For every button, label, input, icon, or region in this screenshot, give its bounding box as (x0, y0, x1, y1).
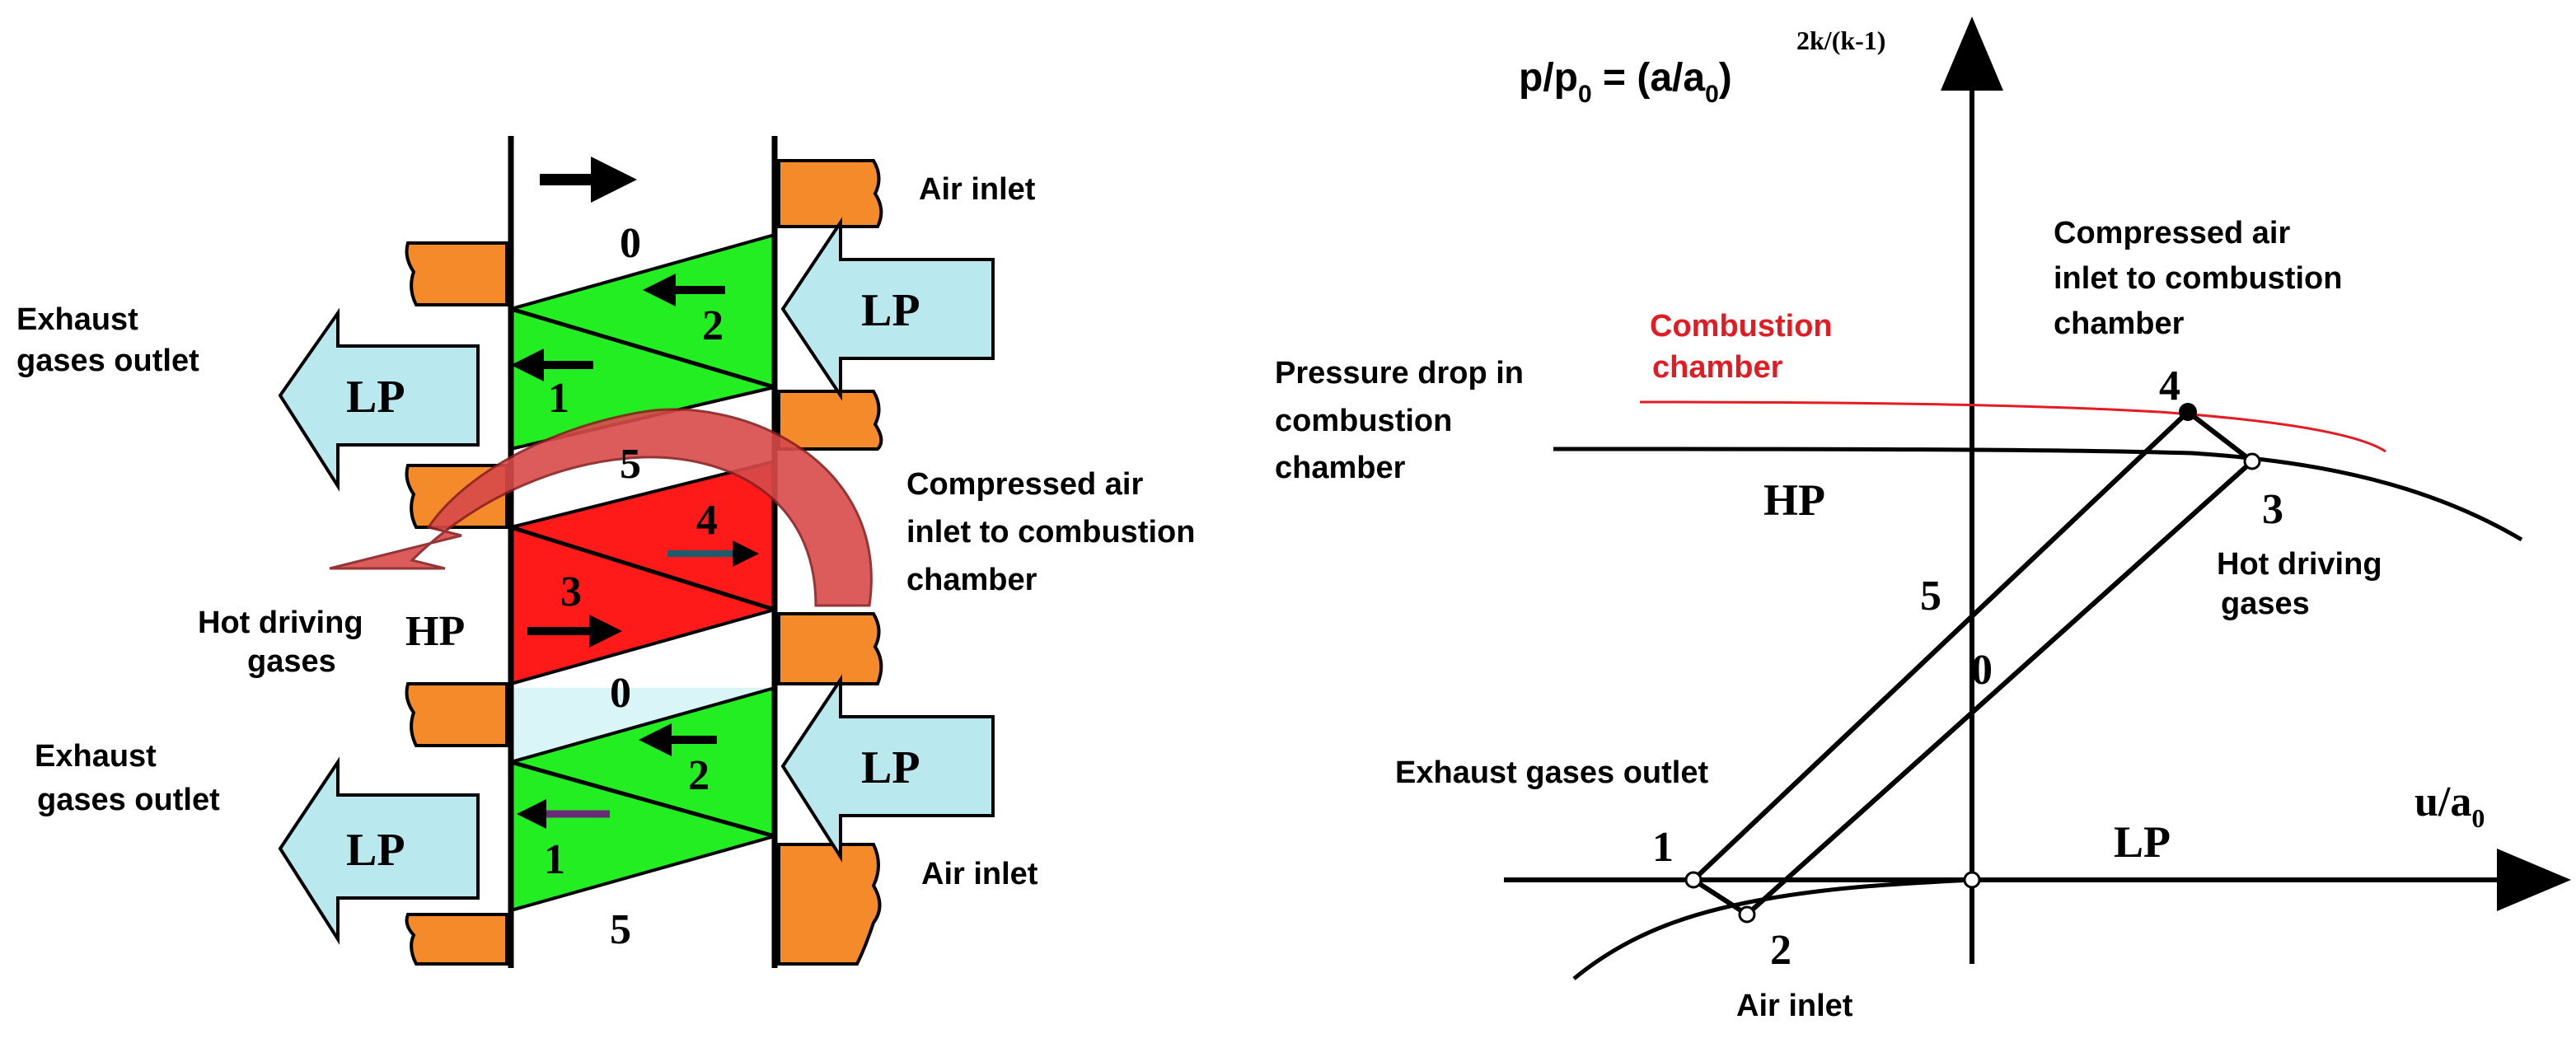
zone-4: 4 (696, 497, 718, 544)
lp-arrow-left-top (278, 307, 480, 492)
compressed-right-line2: inlet to combustion (2054, 261, 2342, 296)
x-axis-label: u/a0 (2414, 779, 2485, 833)
lp-arrow-right-top (780, 217, 995, 401)
x-axis-label-sub: 0 (2471, 803, 2485, 833)
zone-3: 3 (560, 568, 582, 615)
lp-region-label: LP (2114, 817, 2171, 867)
x-axis-arrowhead (2497, 849, 2571, 911)
air-inlet-bottom-label: Air inlet (921, 857, 1038, 891)
hot-right-line1: Hot driving (2217, 547, 2382, 582)
formula-lhs: p/p (1519, 56, 1578, 100)
compressed-right-line1: Compressed air (2054, 216, 2290, 250)
left-schematic: 0 2 1 5 4 3 0 2 1 5 LP LP LP LP HP Air i… (16, 136, 1195, 968)
exhaust-bottom-line2: gases outlet (37, 783, 220, 817)
lp-label-right-top: LP (861, 285, 920, 336)
formula-rhs-sub: 0 (1705, 81, 1719, 108)
compressed-left-line2: inlet to combustion (906, 515, 1195, 550)
red-cell (509, 459, 776, 686)
zone-5-mid: 5 (620, 441, 641, 488)
point-3-marker (2243, 452, 2261, 470)
cycle-line-4-3 (2186, 409, 2254, 464)
lp-label-left-top: LP (346, 372, 405, 423)
flow-arrows (511, 157, 759, 829)
point-4-marker (2179, 403, 2197, 421)
cycle-line-1-4 (1691, 409, 2190, 882)
hot-left-line2: gases (247, 644, 336, 679)
point-1-label: 1 (1652, 824, 1674, 871)
zone-0-top: 0 (620, 220, 641, 267)
combustion-curve (1639, 400, 2386, 453)
green-cell-bottom-diagonal (510, 760, 775, 839)
lp-arrow-left-bottom (278, 756, 480, 945)
cycle-line-2-3 (1745, 459, 2255, 917)
cycle-line-1-2 (1692, 877, 1749, 917)
exhaust-top-line1: Exhaust (16, 302, 138, 337)
curved-transfer-arrow (329, 408, 873, 607)
pressure-drop-line1: Pressure drop in (1275, 356, 1524, 391)
origin-marker (1963, 871, 1981, 889)
point-5-label: 5 (1920, 573, 1941, 620)
formula-exponent: 2k/(k-1) (1796, 26, 1885, 55)
air-inlet-right-label: Air inlet (1736, 989, 1853, 1023)
lp-curve (1572, 877, 1973, 980)
hp-region-label: HP (1763, 475, 1825, 525)
zone-2-top: 2 (702, 302, 724, 349)
point-0-label: 0 (1971, 647, 1993, 694)
point-2-label: 2 (1770, 927, 1791, 974)
pressure-drop-line2: combustion (1275, 404, 1452, 438)
point-3-label: 3 (2262, 486, 2283, 533)
zone-5-bottom: 5 (610, 906, 631, 953)
hot-left-line1: Hot driving (198, 606, 363, 640)
point-1-marker (1684, 871, 1703, 889)
zone-2-bottom: 2 (688, 752, 710, 799)
exhaust-bottom-line1: Exhaust (35, 739, 157, 774)
lp-label-right-bottom: LP (861, 742, 920, 793)
point-2-marker (1738, 905, 1756, 924)
x-axis-label-main: u/a (2414, 779, 2471, 826)
zone-1-top: 1 (548, 375, 569, 422)
red-cell-diagonal (510, 525, 775, 612)
formula-close: ) (1719, 56, 1732, 100)
compressed-right-line3: chamber (2054, 306, 2185, 341)
air-inlet-top-label: Air inlet (919, 172, 1036, 207)
zone-0-mid: 0 (610, 670, 631, 717)
lp-label-left-bottom: LP (346, 825, 405, 876)
formula-eq: = (a/a (1592, 56, 1706, 100)
formula: p/p0 = (a/a0) (1519, 56, 1732, 108)
combustion-line1: Combustion (1650, 309, 1833, 344)
orange-blocks-right (777, 159, 883, 966)
hot-right-line2: gases (2221, 587, 2310, 621)
point-4-label: 4 (2159, 362, 2180, 409)
green-cell-top-diagonal (510, 306, 775, 390)
combustion-line2: chamber (1652, 350, 1783, 385)
compressed-left-line1: Compressed air (906, 467, 1143, 502)
y-axis-arrowhead (1941, 16, 2003, 91)
exhaust-right-label: Exhaust gases outlet (1395, 755, 1708, 790)
hp-pressure-curve (1553, 447, 2523, 542)
right-plot: 1 2 3 4 5 0 HP LP p/p0 = (a/a0) 2k/(k-1)… (1275, 16, 2571, 1023)
compressed-left-line3: chamber (906, 563, 1037, 597)
pressure-drop-line3: chamber (1275, 451, 1406, 485)
zone-1-bottom: 1 (544, 836, 565, 883)
exhaust-top-line2: gases outlet (16, 344, 199, 378)
lp-arrow-right-bottom (780, 674, 995, 863)
hp-label-left: HP (405, 608, 465, 655)
formula-lhs-sub: 0 (1578, 81, 1592, 108)
